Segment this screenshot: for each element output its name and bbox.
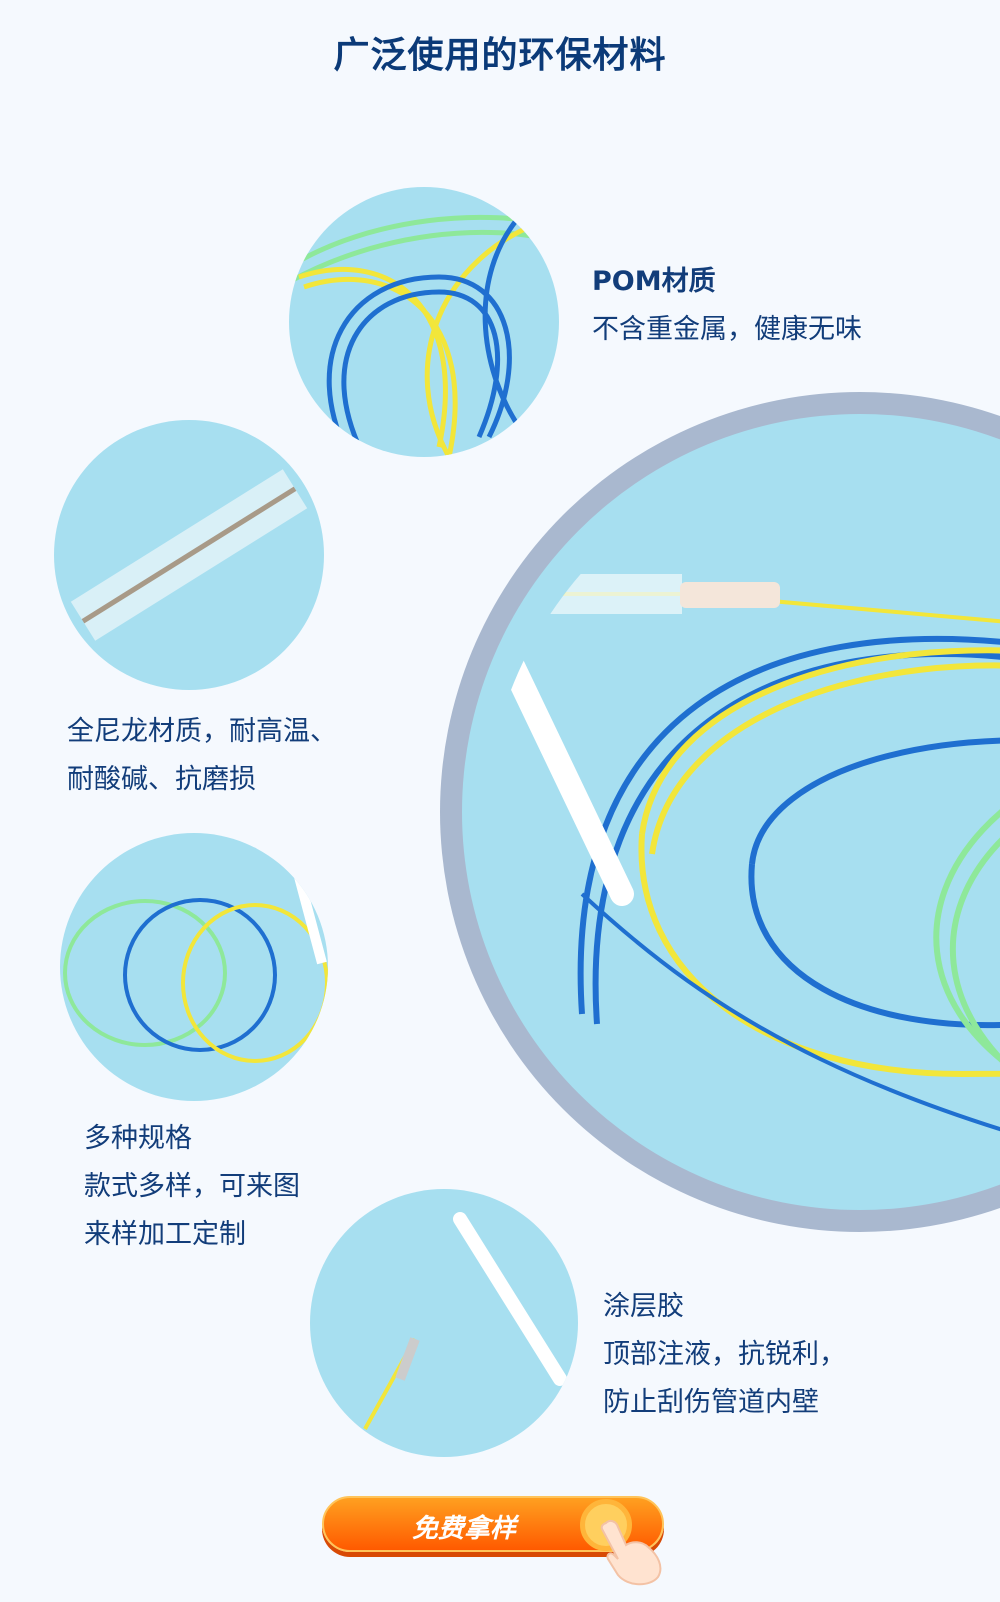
feature-coating: 涂层胶 顶部注液，抗锐利， 防止刮伤管道内壁: [603, 1283, 846, 1427]
pointing-hand-icon: [600, 1519, 662, 1586]
feature-heading: 多种规格: [84, 1123, 192, 1154]
product-image-nylon-brush: [54, 420, 324, 690]
feature-line: 款式多样，可来图: [84, 1171, 300, 1202]
free-sample-button-label: 免费拿样: [411, 1514, 516, 1544]
feature-line: 来样加工定制: [84, 1219, 246, 1250]
feature-pom: POM材质 不含重金属，健康无味: [592, 258, 862, 354]
feature-line: 顶部注液，抗锐利，: [603, 1339, 846, 1370]
feature-sizes: 多种规格 款式多样，可来图 来样加工定制: [84, 1115, 300, 1259]
feature-heading: POM材质: [592, 266, 716, 297]
feature-line: 不含重金属，健康无味: [592, 314, 862, 345]
hero-product-image: [440, 392, 1000, 1232]
feature-line: 全尼龙材质，耐高温、: [67, 716, 337, 747]
product-image-coated-tip: [310, 1189, 578, 1457]
product-image-pom-wires: [289, 187, 559, 457]
product-image-sizes: [60, 833, 328, 1101]
feature-line: 耐酸碱、抗磨损: [67, 764, 256, 795]
feature-nylon: 全尼龙材质，耐高温、 耐酸碱、抗磨损: [67, 708, 337, 804]
page-title: 广泛使用的环保材料: [333, 35, 667, 76]
feature-line: 防止刮伤管道内壁: [603, 1387, 819, 1418]
feature-heading: 涂层胶: [603, 1291, 684, 1322]
